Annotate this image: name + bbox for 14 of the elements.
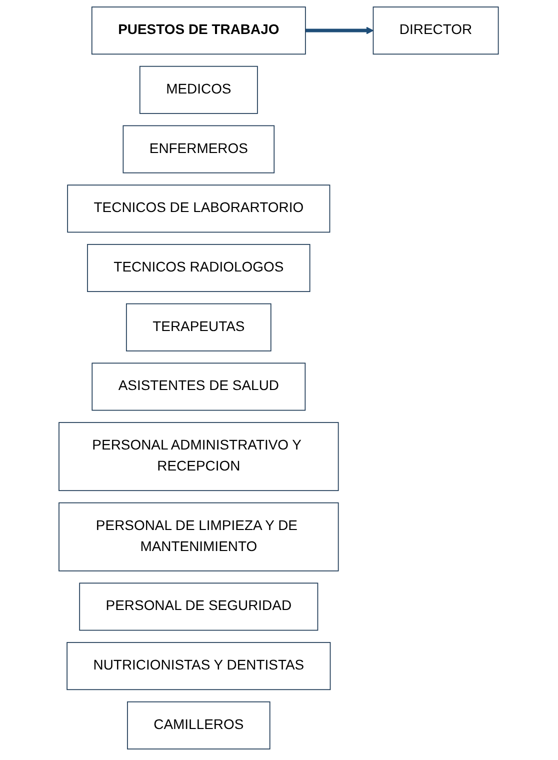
node-box: PERSONAL DE LIMPIEZA Y DE MANTENIMIENTO [58,502,340,572]
node-box: PERSONAL ADMINISTRATIVO Y RECEPCION [58,422,340,492]
node-box: ASISTENTES DE SALUD [92,362,306,411]
node-box: NUTRICIONISTAS Y DENTISTAS [66,642,332,690]
node-box: TERAPEUTAS [126,303,272,352]
node-box: TECNICOS DE LABORARTORIO [67,184,331,233]
node-box: PUESTOS DE TRABAJO [92,6,306,55]
node-box: TECNICOS RADIOLOGOS [87,244,311,292]
node-box: CAMILLEROS [127,701,271,750]
arrow [306,26,374,34]
node-box: MEDICOS [140,66,258,114]
node-box: PERSONAL DE SEGURIDAD [80,582,318,631]
node-box: DIRECTOR [373,6,500,55]
node-box: ENFERMEROS [123,125,275,174]
